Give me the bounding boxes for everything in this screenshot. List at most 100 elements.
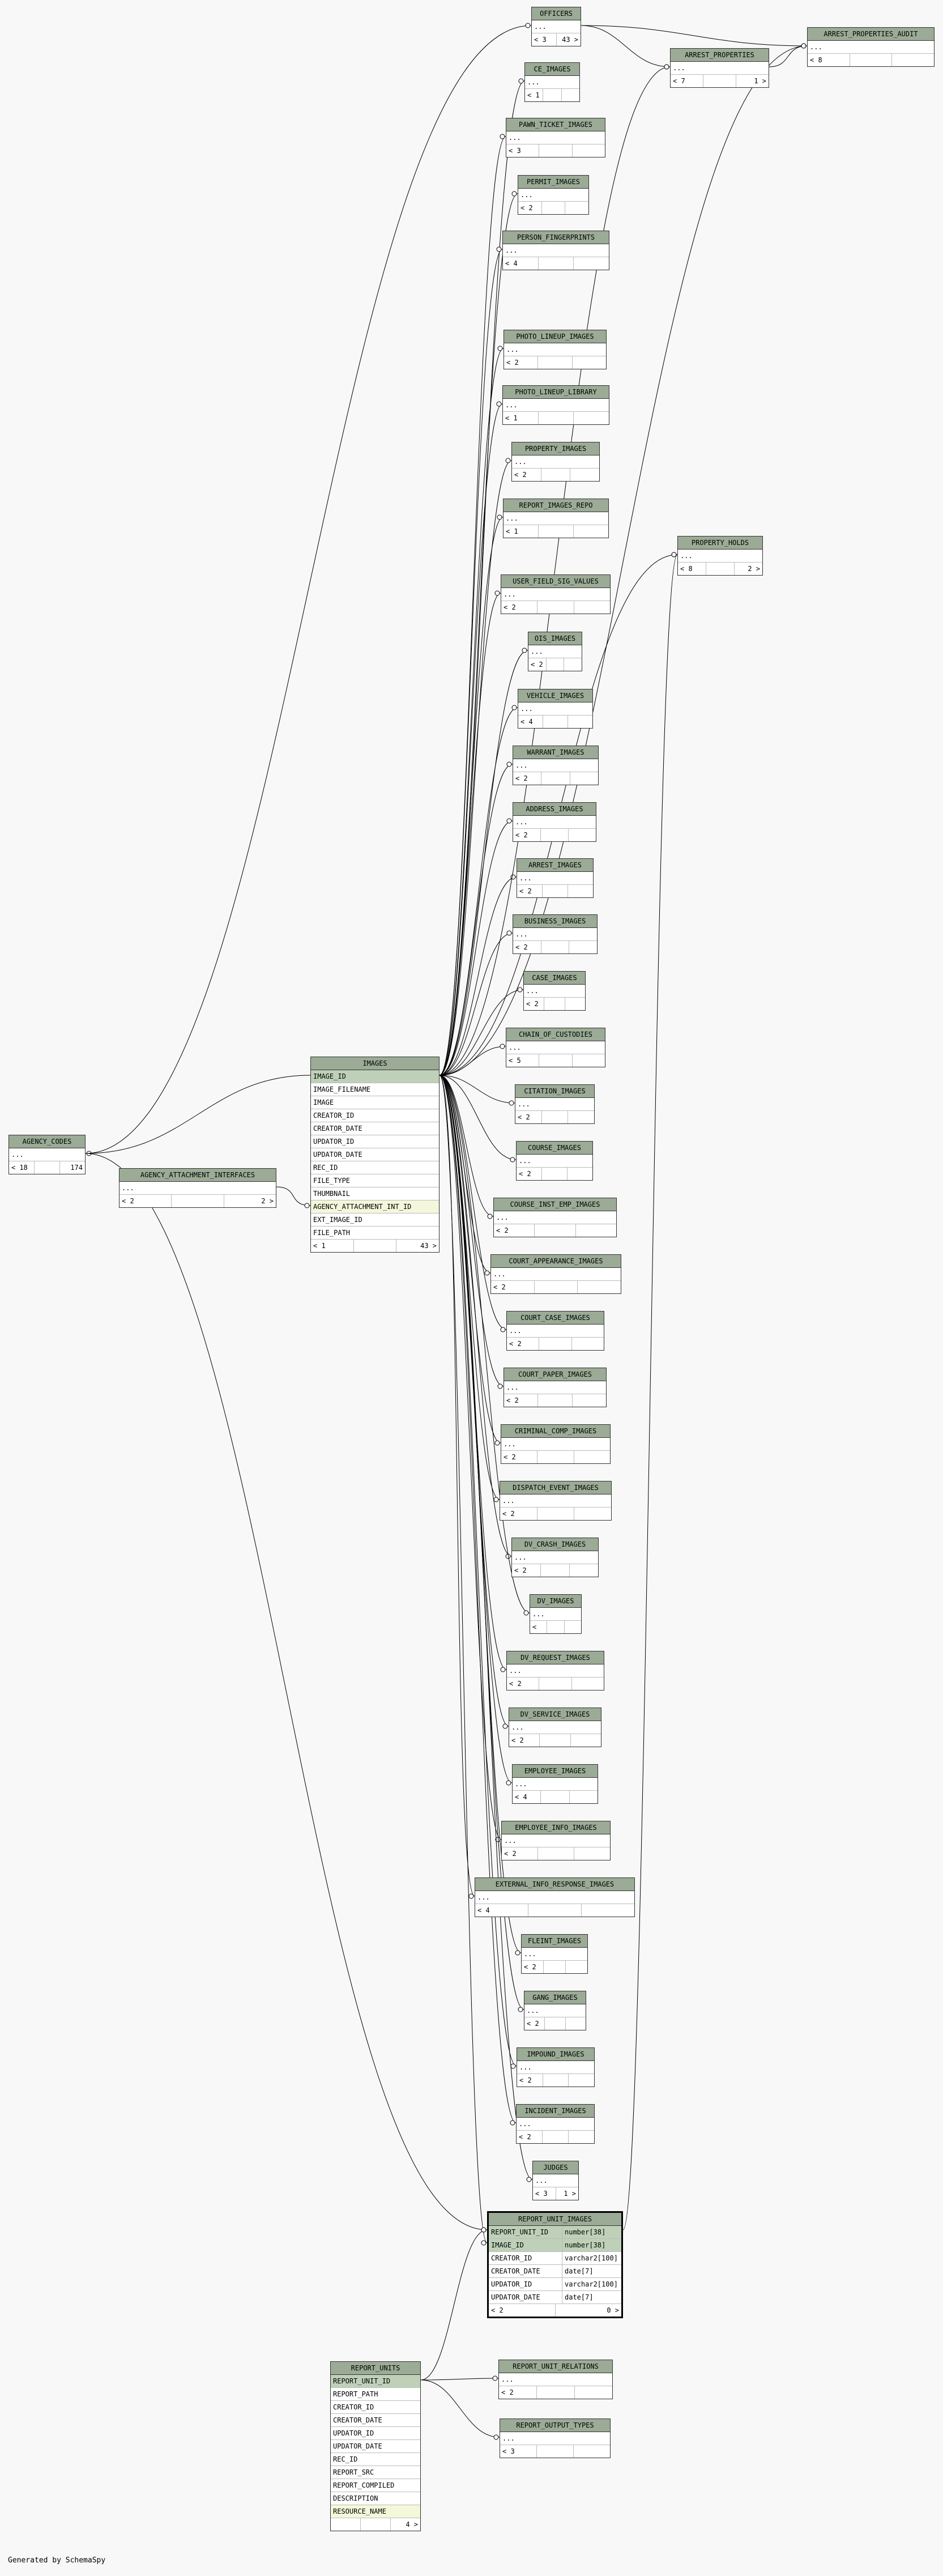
table-court-appearance-images[interactable]: COURT_APPEARANCE_IMAGES...< 2 bbox=[490, 1254, 621, 1294]
table-title[interactable]: COURT_APPEARANCE_IMAGES bbox=[491, 1255, 621, 1268]
table-title[interactable]: ARREST_PROPERTIES_AUDIT bbox=[808, 28, 934, 41]
table-dv-service-images[interactable]: DV_SERVICE_IMAGES...< 2 bbox=[509, 1708, 601, 1747]
table-title[interactable]: PHOTO_LINEUP_IMAGES bbox=[504, 330, 606, 343]
table-title[interactable]: JUDGES bbox=[533, 2161, 578, 2174]
table-title[interactable]: COURSE_IMAGES bbox=[517, 1142, 592, 1155]
table-title[interactable]: COURSE_INST_EMP_IMAGES bbox=[494, 1198, 616, 1211]
table-warrant-images[interactable]: WARRANT_IMAGES...< 2 bbox=[513, 746, 599, 785]
table-title[interactable]: REPORT_UNIT_IMAGES bbox=[489, 2213, 621, 2226]
table-vehicle-images[interactable]: VEHICLE_IMAGES...< 4 bbox=[518, 689, 593, 729]
table-arrest-properties-audit[interactable]: ARREST_PROPERTIES_AUDIT...< 8 bbox=[807, 27, 935, 67]
table-title[interactable]: PROPERTY_HOLDS bbox=[678, 537, 762, 550]
table-title[interactable]: DISPATCH_EVENT_IMAGES bbox=[500, 1481, 611, 1494]
table-chain-of-custodies[interactable]: CHAIN_OF_CUSTODIES...< 5 bbox=[506, 1028, 605, 1067]
table-case-images[interactable]: CASE_IMAGES...< 2 bbox=[523, 971, 586, 1011]
table-pawn-ticket-images[interactable]: PAWN_TICKET_IMAGES...< 3 bbox=[506, 118, 605, 157]
table-criminal-comp-images[interactable]: CRIMINAL_COMP_IMAGES...< 2 bbox=[501, 1424, 611, 1464]
table-external-info-response-images[interactable]: EXTERNAL_INFO_RESPONSE_IMAGES...< 4 bbox=[475, 1877, 635, 1917]
table-dispatch-event-images[interactable]: DISPATCH_EVENT_IMAGES...< 2 bbox=[500, 1481, 612, 1521]
table-person-fingerprints[interactable]: PERSON_FINGERPRINTS...< 4 bbox=[502, 231, 609, 270]
table-dv-images[interactable]: DV_IMAGES...< 2 bbox=[530, 1594, 582, 1634]
table-title[interactable]: OIS_IMAGES bbox=[528, 632, 582, 645]
table-title[interactable]: ARREST_IMAGES bbox=[517, 859, 593, 872]
table-dv-request-images[interactable]: DV_REQUEST_IMAGES...< 2 bbox=[506, 1651, 604, 1691]
table-title[interactable]: FLEINT_IMAGES bbox=[522, 1935, 587, 1948]
table-course-images[interactable]: COURSE_IMAGES...< 2 bbox=[516, 1141, 593, 1181]
table-title[interactable]: INCIDENT_IMAGES bbox=[517, 2105, 594, 2118]
table-title[interactable]: EMPLOYEE_IMAGES bbox=[513, 1765, 598, 1778]
table-title[interactable]: COURT_CASE_IMAGES bbox=[507, 1312, 604, 1325]
table-title[interactable]: PHOTO_LINEUP_LIBRARY bbox=[503, 386, 609, 399]
table-title[interactable]: OFFICERS bbox=[532, 7, 581, 20]
officers-to-arrest-properties-line bbox=[581, 25, 671, 67]
table-title[interactable]: IMPOUND_IMAGES bbox=[517, 2048, 594, 2061]
table-title[interactable]: USER_FIELD_SIG_VALUES bbox=[501, 575, 610, 588]
column-row: ... bbox=[500, 2432, 610, 2445]
table-title[interactable]: ADDRESS_IMAGES bbox=[513, 803, 596, 816]
table-title[interactable]: PROPERTY_IMAGES bbox=[512, 442, 599, 455]
table-title[interactable]: DV_SERVICE_IMAGES bbox=[509, 1708, 601, 1721]
table-photo-lineup-library[interactable]: PHOTO_LINEUP_LIBRARY...< 1 bbox=[502, 385, 609, 425]
table-title[interactable]: DV_REQUEST_IMAGES bbox=[507, 1651, 604, 1664]
table-gang-images[interactable]: GANG_IMAGES...< 2 bbox=[524, 1991, 586, 2030]
table-title[interactable]: PERSON_FINGERPRINTS bbox=[503, 231, 609, 244]
table-report-output-types[interactable]: REPORT_OUTPUT_TYPES...< 3 bbox=[500, 2419, 611, 2458]
table-title[interactable]: EXTERNAL_INFO_RESPONSE_IMAGES bbox=[475, 1878, 634, 1891]
table-title[interactable]: AGENCY_CODES bbox=[9, 1135, 85, 1148]
table-court-case-images[interactable]: COURT_CASE_IMAGES...< 2 bbox=[506, 1311, 604, 1351]
table-course-inst-emp-images[interactable]: COURSE_INST_EMP_IMAGES...< 2 bbox=[493, 1198, 617, 1237]
table-citation-images[interactable]: CITATION_IMAGES...< 2 bbox=[515, 1084, 595, 1124]
table-permit-images[interactable]: PERMIT_IMAGES...< 2 bbox=[518, 175, 589, 215]
table-title[interactable]: COURT_PAPER_IMAGES bbox=[504, 1368, 606, 1381]
table-impound-images[interactable]: IMPOUND_IMAGES...< 2 bbox=[517, 2047, 595, 2087]
table-title[interactable]: REPORT_UNITS bbox=[331, 2362, 420, 2375]
table-title[interactable]: IMAGES bbox=[311, 1057, 439, 1070]
table-report-unit-relations[interactable]: REPORT_UNIT_RELATIONS...< 2 bbox=[498, 2360, 613, 2399]
table-title[interactable]: BUSINESS_IMAGES bbox=[513, 915, 597, 928]
table-title[interactable]: REPORT_OUTPUT_TYPES bbox=[500, 2419, 610, 2432]
table-title[interactable]: WARRANT_IMAGES bbox=[513, 746, 598, 759]
table-title[interactable]: PAWN_TICKET_IMAGES bbox=[506, 118, 605, 131]
table-title[interactable]: REPORT_UNIT_RELATIONS bbox=[499, 2360, 612, 2373]
table-business-images[interactable]: BUSINESS_IMAGES...< 2 bbox=[513, 914, 598, 954]
table-title[interactable]: AGENCY_ATTACHMENT_INTERFACES bbox=[120, 1169, 276, 1182]
table-title[interactable]: GANG_IMAGES bbox=[524, 1991, 586, 2004]
table-title[interactable]: CHAIN_OF_CUSTODIES bbox=[506, 1028, 605, 1041]
table-title[interactable]: DV_CRASH_IMAGES bbox=[512, 1538, 598, 1551]
table-employee-info-images[interactable]: EMPLOYEE_INFO_IMAGES...< 2 bbox=[501, 1821, 611, 1860]
table-fleint-images[interactable]: FLEINT_IMAGES...< 2 bbox=[521, 1934, 588, 1974]
table-title[interactable]: EMPLOYEE_INFO_IMAGES bbox=[502, 1821, 610, 1834]
table-report-images-repo[interactable]: REPORT_IMAGES_REPO...< 1 bbox=[503, 499, 609, 538]
table-title[interactable]: ARREST_PROPERTIES bbox=[671, 49, 769, 62]
table-dv-crash-images[interactable]: DV_CRASH_IMAGES...< 2 bbox=[511, 1538, 599, 1577]
report-units-to-output-types-line bbox=[420, 2379, 500, 2438]
table-title[interactable]: VEHICLE_IMAGES bbox=[518, 689, 592, 702]
relationship-counts: < 2 bbox=[524, 998, 585, 1010]
table-title[interactable]: CITATION_IMAGES bbox=[515, 1085, 594, 1098]
table-court-paper-images[interactable]: COURT_PAPER_IMAGES...< 2 bbox=[503, 1368, 607, 1407]
table-property-images[interactable]: PROPERTY_IMAGES...< 2 bbox=[511, 442, 600, 482]
table-title[interactable]: CASE_IMAGES bbox=[524, 972, 585, 985]
table-title[interactable]: CE_IMAGES bbox=[525, 63, 579, 76]
table-arrest-images[interactable]: ARREST_IMAGES...< 2 bbox=[517, 858, 594, 898]
table-user-field-sig-values[interactable]: USER_FIELD_SIG_VALUES...< 2 bbox=[501, 574, 611, 614]
table-address-images[interactable]: ADDRESS_IMAGES...< 2 bbox=[513, 802, 596, 842]
table-title[interactable]: PERMIT_IMAGES bbox=[518, 176, 588, 189]
table-ois-images[interactable]: OIS_IMAGES...< 2 bbox=[528, 632, 582, 671]
table-incident-images[interactable]: INCIDENT_IMAGES...< 2 bbox=[516, 2104, 595, 2144]
table-title[interactable]: REPORT_IMAGES_REPO bbox=[503, 499, 608, 512]
table-title[interactable]: DV_IMAGES bbox=[530, 1595, 581, 1608]
table-photo-lineup-images[interactable]: PHOTO_LINEUP_IMAGES...< 2 bbox=[503, 330, 607, 369]
table-title[interactable]: CRIMINAL_COMP_IMAGES bbox=[501, 1425, 610, 1438]
table-employee-images[interactable]: EMPLOYEE_IMAGES...< 4 bbox=[512, 1764, 598, 1804]
table-ce-images[interactable]: CE_IMAGES...< 1 bbox=[524, 62, 580, 102]
